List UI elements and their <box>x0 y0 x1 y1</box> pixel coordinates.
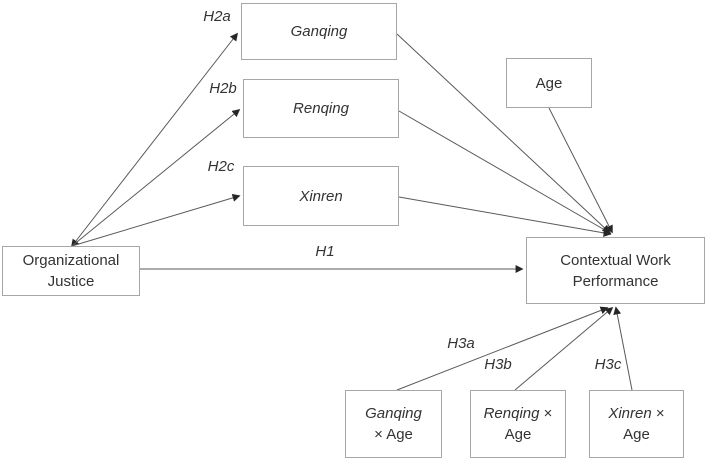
hypothesis-label-h2c: H2c <box>207 158 235 175</box>
node-renqing-x-age: Renqing × Age <box>470 390 566 458</box>
node-xinren-x-age-times: × <box>651 405 665 422</box>
hypothesis-label-h1: H1 <box>315 243 335 260</box>
edge-oj-to-xinren <box>71 194 241 247</box>
hypothesis-label-h3c: H3c <box>594 356 622 373</box>
node-xinren: Xinren <box>243 166 399 226</box>
hypothesis-label-h3a: H3a <box>447 335 475 352</box>
hypothesis-label-h2b: H2b <box>209 80 237 97</box>
node-ganqing-x-age-term: Ganqing <box>365 405 422 422</box>
node-oj-label-line2: Justice <box>47 273 95 290</box>
node-renqing-x-age-line2: Age <box>504 426 532 443</box>
node-renqing: Renqing <box>243 79 399 138</box>
node-ganqing-x-age-line2: × Age <box>374 426 413 443</box>
node-xinren-label: Xinren <box>299 187 343 205</box>
node-ganqing-x-age-line1: Ganqing <box>365 403 422 424</box>
edge-ganqing-to-cwp <box>396 33 611 234</box>
node-xinren-x-age-term: Xinren <box>608 405 652 422</box>
node-age-label: Age <box>535 74 563 92</box>
node-xinren-x-age-line1: Xinren × <box>608 403 664 424</box>
node-cwp-label-line1: Contextual Work <box>560 251 671 269</box>
node-renqing-x-age-line1: Renqing × <box>484 403 553 424</box>
node-xinren-x-age-line2: Age <box>623 426 650 443</box>
node-oj-label-line1: Organizational <box>22 252 120 269</box>
node-organizational-justice: Organizational Justice <box>2 246 140 296</box>
node-ganqing-label: Ganqing <box>290 23 348 40</box>
hypothesis-label-h3b: H3b <box>484 356 512 373</box>
edge-oj-to-ganqing <box>71 32 238 248</box>
edge-xinren-to-cwp <box>398 196 612 237</box>
edge-renqing-age-to-cwp <box>514 306 614 391</box>
node-ganqing: Ganqing <box>241 3 397 60</box>
node-xinren-x-age: Xinren × Age <box>589 390 684 458</box>
edge-age-to-cwp <box>548 107 613 234</box>
node-age: Age <box>506 58 592 108</box>
edge-renqing-to-cwp <box>398 110 612 234</box>
node-ganqing-x-age: Ganqing × Age <box>345 390 442 458</box>
edge-oj-to-renqing <box>71 108 241 247</box>
node-renqing-x-age-times: × <box>539 405 553 422</box>
edge-xinren-age-to-cwp <box>613 306 633 391</box>
hypothesis-label-h2a: H2a <box>203 8 231 25</box>
node-contextual-work-performance: Contextual Work Performance <box>526 237 705 304</box>
node-renqing-label: Renqing <box>293 100 349 117</box>
node-renqing-x-age-term: Renqing <box>483 405 540 422</box>
edge-ganqing-age-to-cwp <box>396 306 609 391</box>
node-cwp-label-line2: Performance <box>572 272 659 290</box>
